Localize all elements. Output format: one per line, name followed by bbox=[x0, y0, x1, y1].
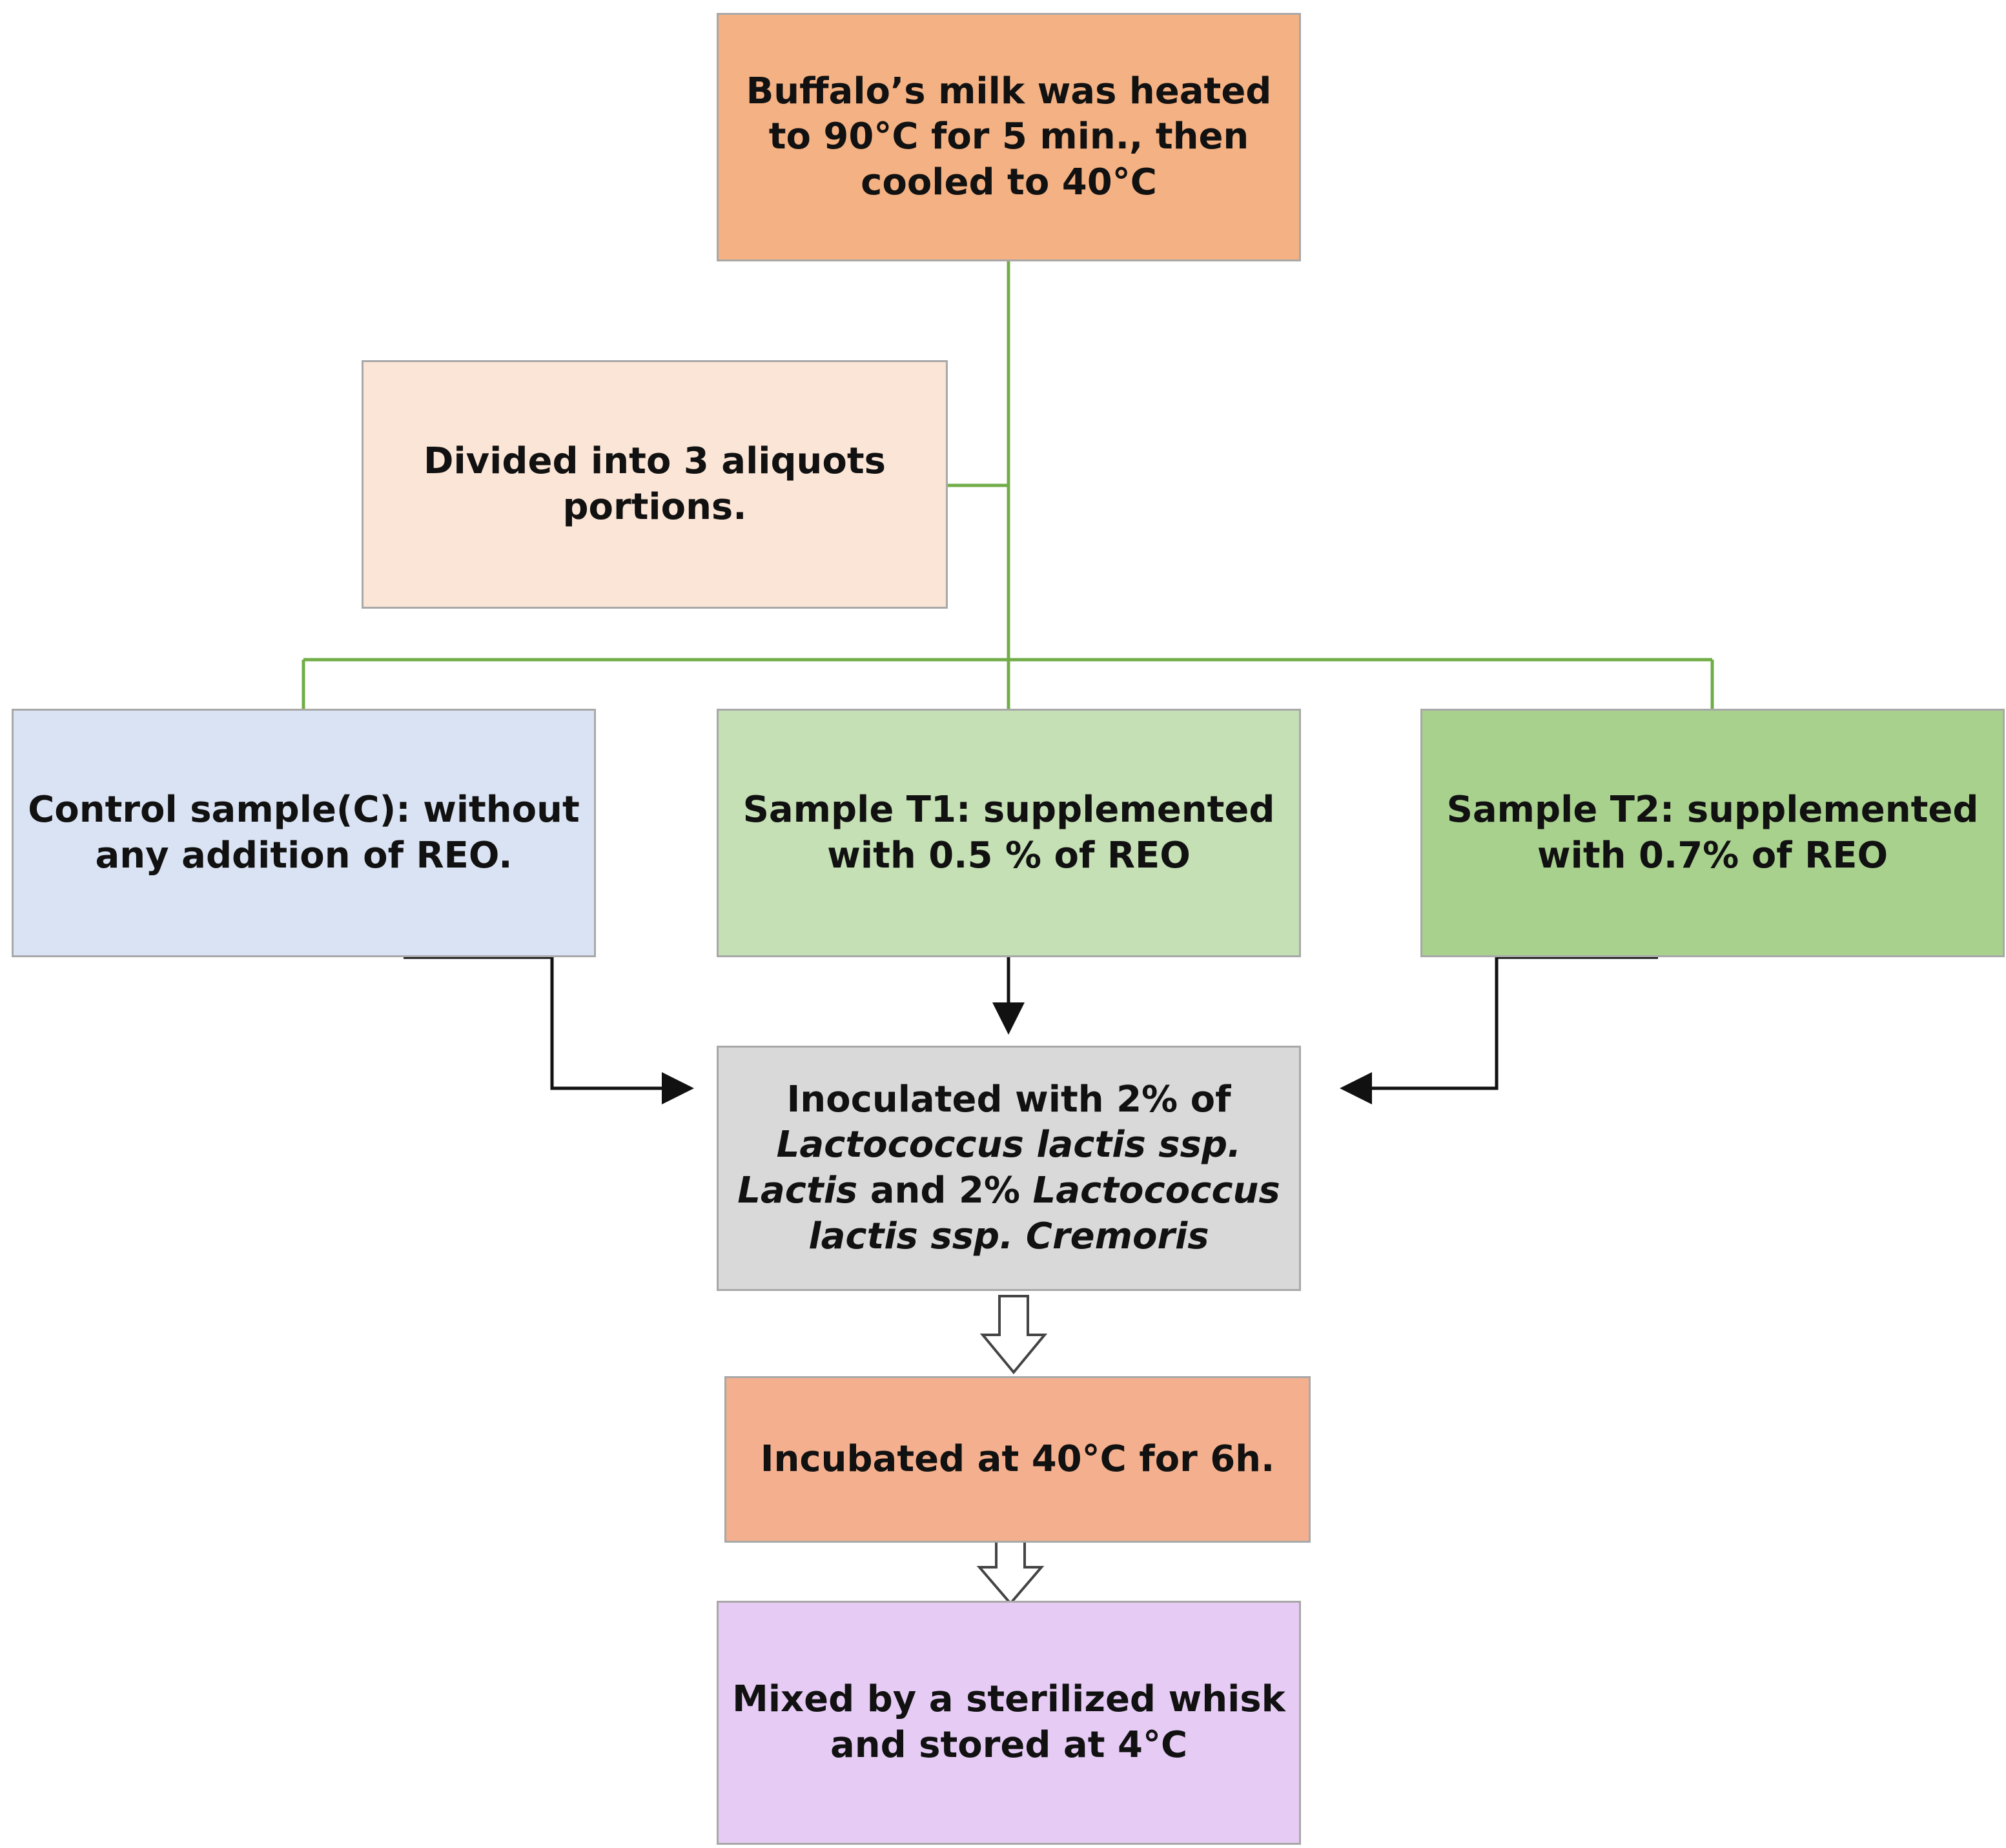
step-divide-line-2: portions. bbox=[562, 485, 747, 528]
step-sample-t2: Sample T2: supplemented with 0.7% of REO bbox=[1420, 709, 2005, 957]
step-mix-line-1: Mixed by a sterilized whisk bbox=[732, 1678, 1285, 1721]
step-inoculate-line-3: Lactis and 2% Lactococcus bbox=[737, 1168, 1280, 1214]
step-control-line-2: any addition of REO. bbox=[95, 834, 513, 877]
step-inoculate: Inoculated with 2% of Lactococcus lactis… bbox=[717, 1046, 1301, 1291]
arrow-t2-to-inoculate bbox=[1340, 955, 1658, 1104]
step-heat-milk-line-1: Buffalo’s milk was heated bbox=[746, 70, 1272, 112]
arrow-control-to-inoculate bbox=[404, 955, 694, 1104]
step-t1-line-2: with 0.5 % of REO bbox=[827, 834, 1191, 877]
step-t2-line-2: with 0.7% of REO bbox=[1537, 834, 1888, 877]
step-incubate: Incubated at 40°C for 6h. bbox=[724, 1376, 1311, 1543]
step-t2-line-1: Sample T2: supplemented bbox=[1446, 788, 1979, 831]
step-inoculate-line-3-plain: and 2% bbox=[857, 1170, 1033, 1212]
step-heat-milk: Buffalo’s milk was heated to 90°C for 5 … bbox=[717, 13, 1301, 261]
step-sample-t1: Sample T1: supplemented with 0.5 % of RE… bbox=[717, 709, 1301, 957]
step-heat-milk-line-2: to 90°C for 5 min., then bbox=[768, 116, 1249, 158]
step-control-line-1: Control sample(C): without bbox=[28, 788, 580, 831]
step-divide-aliquots: Divided into 3 aliquots portions. bbox=[362, 360, 948, 609]
step-t1-line-1: Sample T1: supplemented bbox=[742, 788, 1275, 831]
step-inoculate-line-1: Inoculated with 2% of bbox=[786, 1078, 1231, 1121]
block-arrow-inoculate-to-incubate bbox=[979, 1295, 1048, 1375]
step-inoculate-line-2: Lactococcus lactis ssp. bbox=[776, 1124, 1242, 1166]
step-inoculate-line-4: lactis ssp. Cremoris bbox=[808, 1215, 1209, 1257]
step-incubate-line-1: Incubated at 40°C for 6h. bbox=[760, 1437, 1275, 1480]
step-divide-line-1: Divided into 3 aliquots bbox=[424, 440, 886, 482]
step-inoculate-line-3-italic-2: Lactococcus bbox=[1032, 1170, 1280, 1212]
step-control-sample: Control sample(C): without any addition … bbox=[12, 709, 596, 957]
step-mix-line-2: and stored at 4°C bbox=[830, 1724, 1188, 1766]
step-mix-store: Mixed by a sterilized whisk and stored a… bbox=[717, 1601, 1301, 1845]
step-inoculate-line-3-italic: Lactis bbox=[737, 1170, 858, 1212]
step-heat-milk-line-3: cooled to 40°C bbox=[861, 161, 1157, 203]
